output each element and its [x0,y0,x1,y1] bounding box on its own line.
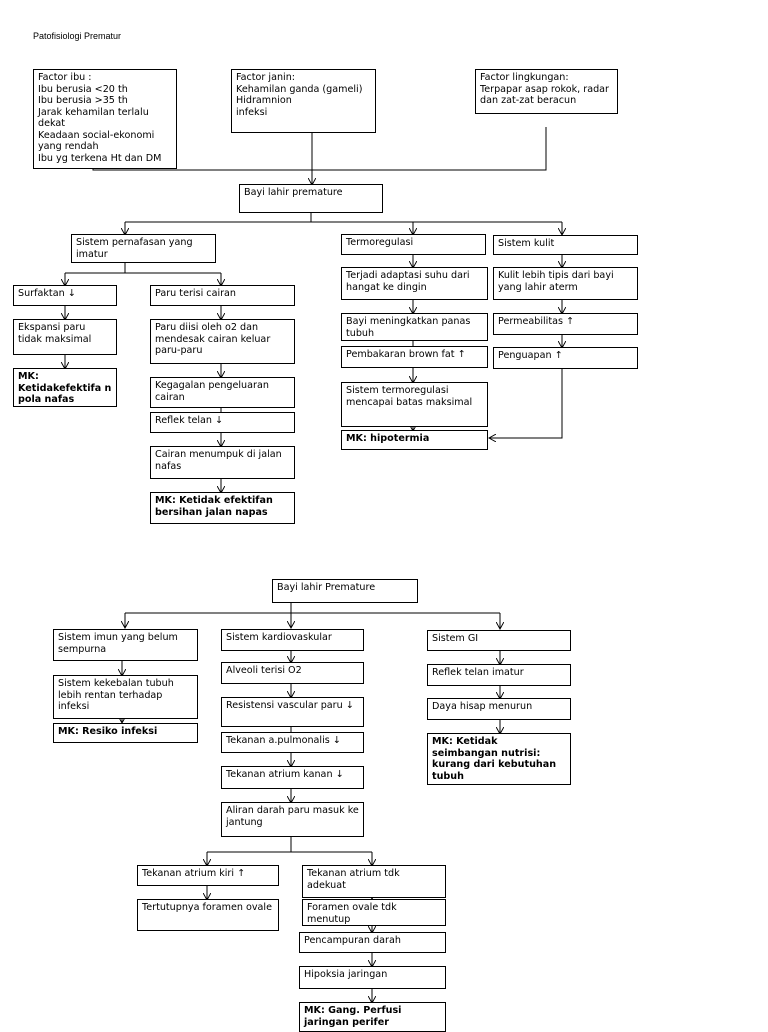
kulit-tipis-box: Kulit lebih tipis dari bayi yang lahir a… [493,267,638,300]
sistem-termoregulasi-box: Sistem termoregulasi mencapai batas maks… [341,382,488,427]
mk-infeksi-box: MK: Resiko infeksi [53,723,198,743]
brown-fat-box: Pembakaran brown fat ↑ [341,346,488,368]
mk-bersihan-box: MK: Ketidak efektifan bersihan jalan nap… [150,492,295,524]
kekebalan-box: Sistem kekebalan tubuh lebih rentan terh… [53,675,198,719]
alveoli-box: Alveoli terisi O2 [221,662,364,684]
paru-terisi-box: Paru terisi cairan [150,285,295,306]
factor-janin-box: Factor janin: Kehamilan ganda (gameli) H… [231,69,376,133]
daya-hisap-box: Daya hisap menurun [427,698,571,720]
penguapan-box: Penguapan ↑ [493,347,638,369]
mk-hipotermia-box: MK: hipotermia [341,430,488,450]
tekanan-atrium-kanan-box: Tekanan atrium kanan ↓ [221,766,364,789]
tekanan-pulmonalis-box: Tekanan a.pulmonalis ↓ [221,732,364,753]
bayi-panas-box: Bayi meningkatkan panas tubuh [341,313,488,341]
bayi-lahir-box: Bayi lahir premature [239,184,383,213]
reflek-telan-box: Reflek telan ↓ [150,412,295,433]
sistem-gi-box: Sistem GI [427,630,571,651]
ekspansi-paru-box: Ekspansi paru tidak maksimal [13,319,117,355]
foramen-tdk-box: Foramen ovale tdk menutup [302,899,446,926]
sistem-kulit-box: Sistem kulit [493,235,638,255]
paru-diisi-box: Paru diisi oleh o2 dan mendesak cairan k… [150,319,295,364]
mk-pola-nafas-box: MK: Ketidakefektifa n pola nafas [13,368,117,407]
aliran-darah-box: Aliran darah paru masuk ke jantung [221,802,364,837]
resistensi-box: Resistensi vascular paru ↓ [221,697,364,727]
tertutupnya-box: Tertutupnya foramen ovale [137,899,279,931]
pencampuran-box: Pencampuran darah [299,932,446,953]
termoregulasi-box: Termoregulasi [341,234,486,255]
factor-ibu-box: Factor ibu : Ibu berusia <20 th Ibu beru… [33,69,177,169]
kegagalan-box: Kegagalan pengeluaran cairan [150,377,295,408]
mk-perfusi-box: MK: Gang. Perfusi jaringan perifer [299,1002,446,1032]
mk-nutrisi-box: MK: Ketidak seimbangan nutrisi: kurang d… [427,733,571,785]
bayi-lahir-2-box: Bayi lahir Premature [272,579,418,603]
kardiovaskular-box: Sistem kardiovaskular [221,629,364,651]
hipoksia-box: Hipoksia jaringan [299,966,446,989]
sistem-pernafasan-box: Sistem pernafasan yang imatur [71,234,216,263]
reflek-telan-imatur-box: Reflek telan imatur [427,664,571,686]
atrium-kiri-box: Tekanan atrium kiri ↑ [137,865,279,886]
adaptasi-suhu-box: Terjadi adaptasi suhu dari hangat ke din… [341,267,488,300]
cairan-menumpuk-box: Cairan menumpuk di jalan nafas [150,446,295,479]
sistem-imun-box: Sistem imun yang belum sempurna [53,629,198,661]
surfaktan-box: Surfaktan ↓ [13,285,117,306]
page-title: Patofisiologi Prematur [33,31,122,41]
factor-lingkungan-box: Factor lingkungan: Terpapar asap rokok, … [475,69,618,114]
permeabilitas-box: Permeabilitas ↑ [493,313,638,335]
atrium-tdk-box: Tekanan atrium tdk adekuat [302,865,446,898]
